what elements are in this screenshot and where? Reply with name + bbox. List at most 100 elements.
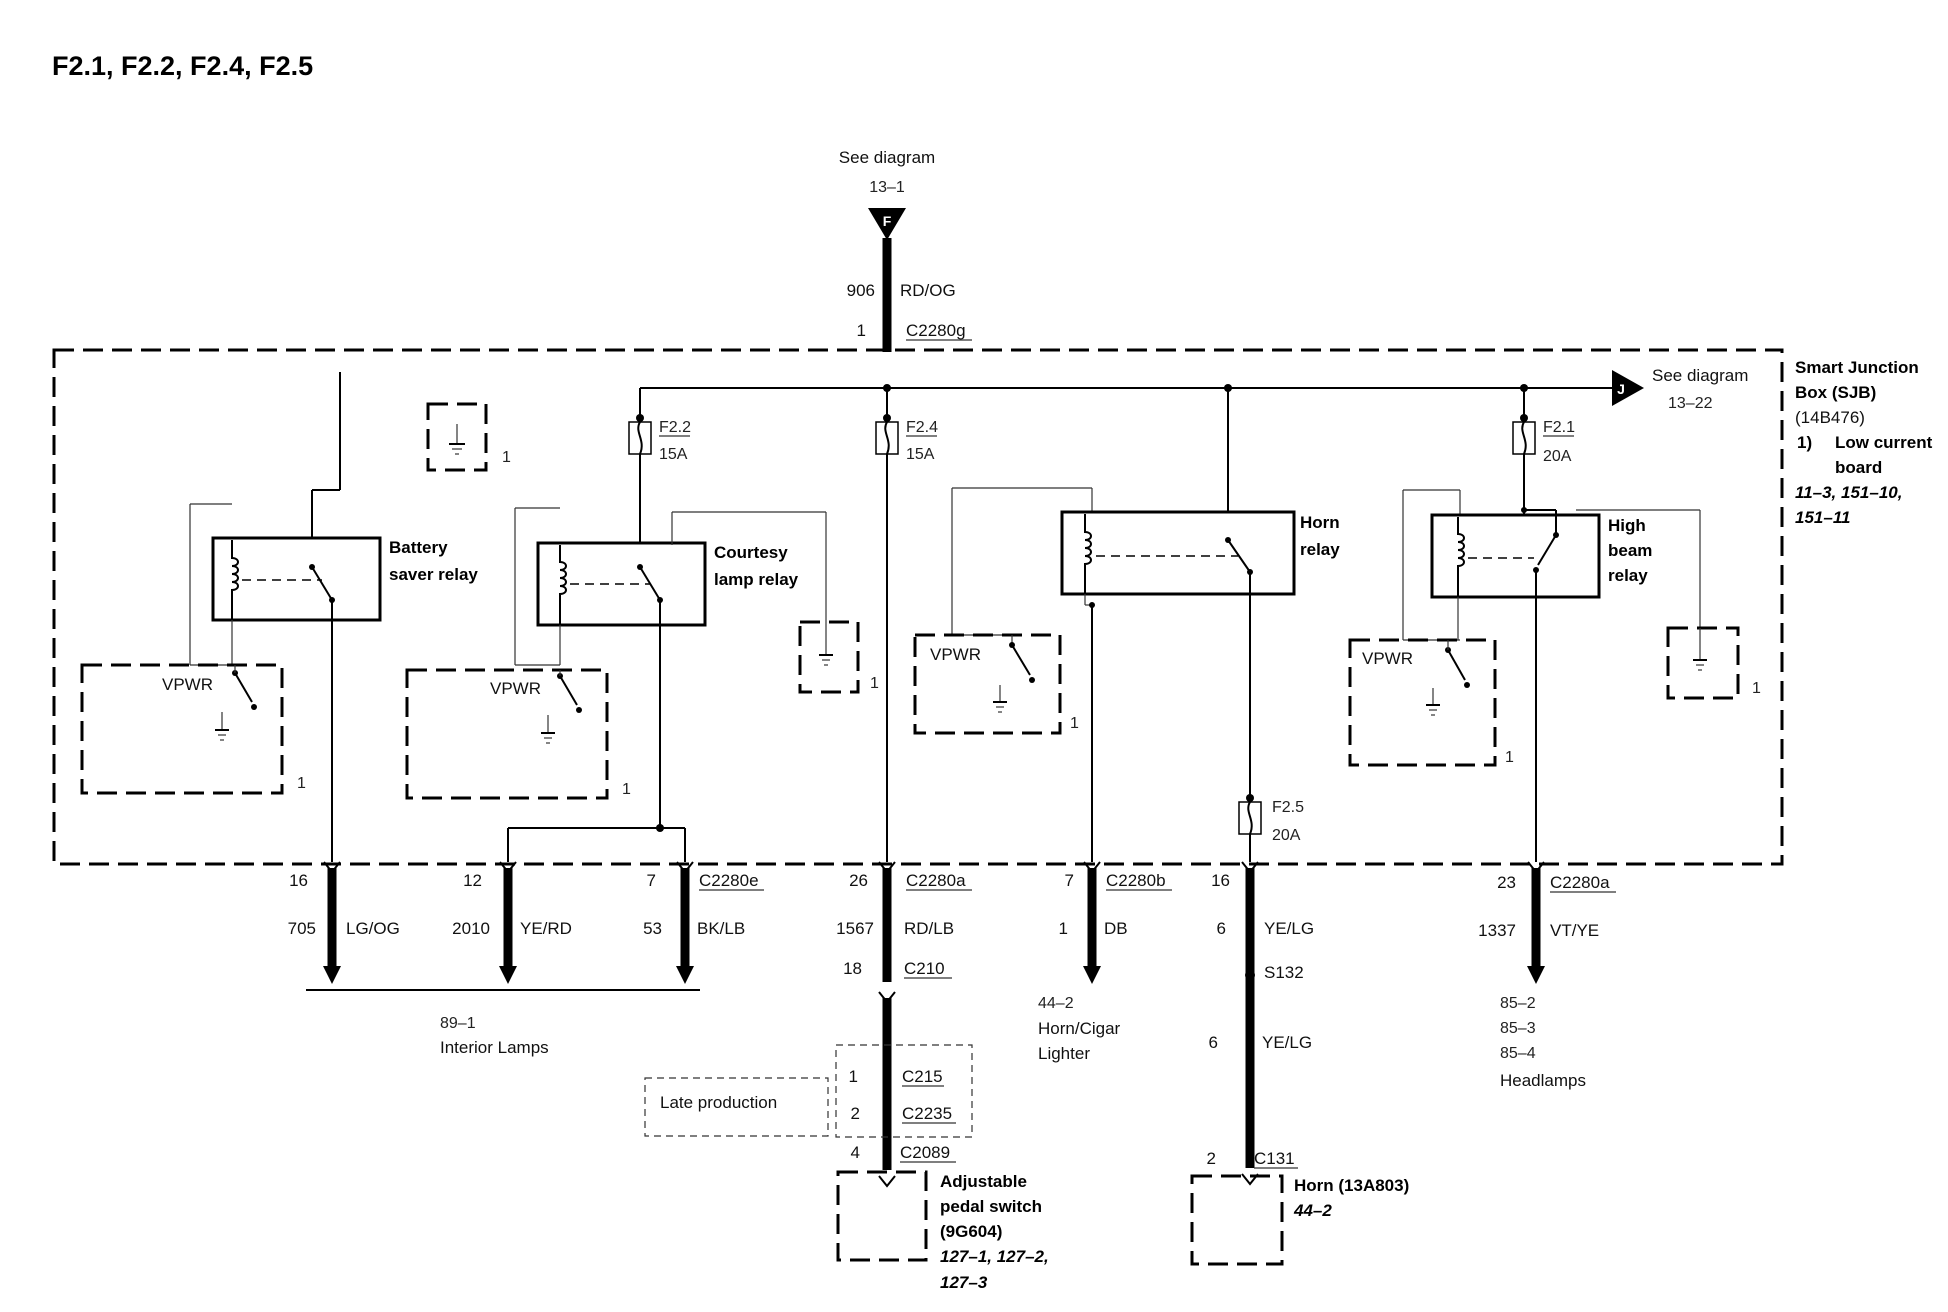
output-2010-color: YE/RD [520, 919, 572, 938]
battery-saver-relay [211, 536, 382, 622]
c2089-connector: C2089 [900, 1143, 950, 1162]
top-feed-marker: F [883, 213, 892, 229]
c2235-connector: C2235 [902, 1104, 952, 1123]
top-feed-connector: C2280g [906, 321, 966, 340]
vpwr-module-1-ground-icon [215, 712, 229, 741]
fuse-f2-2: F2.2 15A [628, 414, 691, 463]
vpwr-module-2-switch-icon [557, 670, 582, 713]
output-db-circuit: 1 [1059, 919, 1068, 938]
horn-cigar-name-1: Horn/Cigar [1038, 1019, 1121, 1038]
top-feed-pin: 1 [857, 321, 866, 340]
output-horn-pin: 16 [1211, 871, 1230, 890]
vpwr-module-3-note: 1 [1070, 715, 1079, 732]
headlamps-ref-3: 85–4 [1500, 1045, 1536, 1062]
vpwr-module-4-label: VPWR [1362, 649, 1413, 668]
vpwr-module-4 [1348, 638, 1497, 767]
high-beam-relay-switch-icon [1537, 534, 1557, 566]
output-1567-color: RD/LB [904, 919, 954, 938]
vpwr-module-3-switch-icon [1009, 635, 1035, 683]
output-wire-1337 [1527, 861, 1545, 984]
sjb-name-line-2: Box (SJB) [1795, 383, 1876, 402]
vpwr-module-2-ground-icon [541, 715, 555, 744]
vpwr-module-1-switch-icon [232, 665, 257, 710]
pedal-switch-ref-2: 127–3 [940, 1273, 988, 1292]
sjb-note-number: 1) [1797, 433, 1812, 452]
horn-path-color: YE/LG [1262, 1033, 1312, 1052]
bus-node-horn [1224, 384, 1232, 392]
fuse-f2-5: F2.5 20A [1238, 794, 1304, 844]
page-title: F2.1, F2.2, F2.4, F2.5 [52, 51, 313, 81]
output-wire-1567 [878, 861, 896, 1188]
pedal-switch-name-2: pedal switch [940, 1197, 1042, 1216]
horn-ref: 44–2 [1293, 1201, 1332, 1220]
top-feed-color: RD/OG [900, 281, 956, 300]
high-beam-relay-coil-icon [1457, 517, 1465, 597]
output-705-circuit: 705 [288, 919, 316, 938]
battery-saver-relay-coil-icon [231, 540, 239, 620]
output-horn-circuit: 6 [1217, 919, 1226, 938]
top-feed-circuit: 906 [847, 281, 875, 300]
sjb-ref-line-2: 151–11 [1795, 508, 1850, 527]
output-53-color: BK/LB [697, 919, 745, 938]
sjb-name-line-1: Smart Junction [1795, 358, 1919, 377]
c131-connector: C131 [1254, 1149, 1295, 1168]
output-wire-53 [676, 861, 694, 984]
output-1567-connector: C2280a [906, 871, 966, 890]
battery-saver-relay-name-2: saver relay [389, 565, 478, 584]
c2235-pin: 2 [851, 1104, 860, 1123]
right-feed-see-diagram: See diagram [1652, 366, 1748, 385]
fuse-f2-4: F2.4 15A [875, 414, 938, 463]
sjb-name-line-3: (14B476) [1795, 408, 1865, 427]
ground-module-top [426, 402, 488, 472]
adjustable-pedal-switch [836, 1170, 928, 1262]
vpwr-module-1-label: VPWR [162, 675, 213, 694]
vpwr-module-3-label: VPWR [930, 645, 981, 664]
interior-lamps-ref: 89–1 [440, 1015, 476, 1032]
battery-saver-relay-switch-icon [311, 566, 333, 601]
output-53-circuit: 53 [643, 919, 662, 938]
horn-component [1190, 1174, 1284, 1266]
s132-splice: S132 [1264, 963, 1304, 982]
sjb-note-line-1: Low current [1835, 433, 1933, 452]
ground-module-center-note: 1 [870, 675, 879, 692]
interior-lamps-name: Interior Lamps [440, 1038, 549, 1057]
output-1567-pin: 26 [849, 871, 868, 890]
high-beam-relay-name-3: relay [1608, 566, 1648, 585]
fuse-f2-1: F2.1 20A [1512, 414, 1575, 465]
output-wire-horn [1241, 861, 1259, 1186]
c2089-pin: 4 [851, 1143, 860, 1162]
right-feed-arrow-icon [1612, 370, 1644, 406]
courtesy-lamp-relay-coil-icon [559, 545, 567, 625]
ground-icon-right [1693, 628, 1707, 671]
pedal-switch-name-3: (9G604) [940, 1222, 1002, 1241]
top-feed-see-diagram: See diagram [839, 148, 935, 167]
c210-connector: C210 [904, 959, 945, 978]
output-db-color: DB [1104, 919, 1128, 938]
horn-relay-coil-node [1089, 602, 1095, 608]
fuse-f2-4-rating: 15A [906, 446, 935, 463]
horn-cigar-name-2: Lighter [1038, 1044, 1090, 1063]
output-53-pin: 7 [647, 871, 656, 890]
high-beam-feed-node [1521, 507, 1527, 513]
output-db-connector: C2280b [1106, 871, 1166, 890]
ground-icon-center [819, 622, 833, 666]
c215-connector: C215 [902, 1067, 943, 1086]
c215-pin: 1 [849, 1067, 858, 1086]
horn-name: Horn (13A803) [1294, 1176, 1409, 1195]
output-705-color: LG/OG [346, 919, 400, 938]
output-2010-pin: 12 [463, 871, 482, 890]
high-beam-relay-name-1: High [1608, 516, 1646, 535]
headlamps-ref-2: 85–3 [1500, 1020, 1536, 1037]
horn-relay [1060, 510, 1296, 596]
vpwr-module-4-ground-icon [1426, 688, 1440, 716]
vpwr-module-1-note: 1 [297, 775, 306, 792]
output-53-connector: C2280e [699, 871, 759, 890]
pedal-switch-name-1: Adjustable [940, 1172, 1027, 1191]
horn-cigar-ref: 44–2 [1038, 995, 1074, 1012]
headlamps-name: Headlamps [1500, 1071, 1586, 1090]
horn-relay-name-1: Horn [1300, 513, 1340, 532]
pedal-switch-ref-1: 127–1, 127–2, [940, 1247, 1049, 1266]
output-horn-color: YE/LG [1264, 919, 1314, 938]
output-1337-color: VT/YE [1550, 921, 1599, 940]
